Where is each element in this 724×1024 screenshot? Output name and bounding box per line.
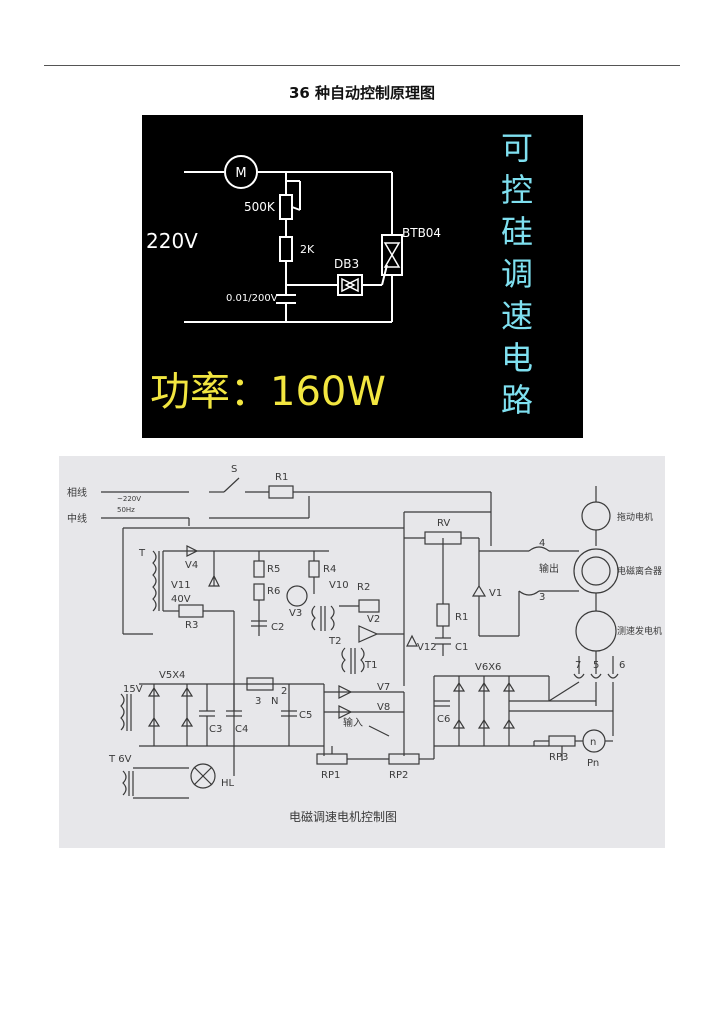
c6-label: C6	[437, 714, 450, 725]
rp1-label: RP1	[321, 770, 340, 781]
v11-label: V11	[171, 580, 191, 591]
voltage-label: 220V	[146, 229, 198, 253]
v6x6-label: V6X6	[475, 662, 501, 673]
pin-label: 7	[575, 660, 581, 671]
pot-label: 500K	[244, 200, 276, 214]
v5x4-label: V5X4	[159, 670, 185, 681]
t2-label: T2	[328, 636, 341, 647]
pin-label: 6	[619, 660, 625, 671]
potentiometer	[279, 194, 293, 220]
rp3-label: RP3	[549, 752, 568, 763]
diac-db3	[337, 274, 363, 296]
output-label: 输出	[539, 562, 559, 575]
v15-label: 15V	[123, 684, 143, 695]
power-label: 功率：160W	[150, 369, 386, 415]
capacitor-label: 0.01/200V	[226, 293, 278, 304]
c2-label: C2	[271, 622, 284, 633]
pn-circle-label: n	[590, 737, 596, 748]
neutral-label: 中线	[67, 512, 87, 525]
hl-label: HL	[221, 778, 235, 789]
vertical-char: 路	[501, 381, 533, 419]
r1b-label: R1	[455, 612, 468, 623]
rp2-label: RP2	[389, 770, 408, 781]
v1-label: V1	[489, 588, 502, 599]
triac-btb04	[381, 234, 403, 276]
electromagnetic-motor-control-figure: 相线 中线 ~220V 50Hz S R1 T V4 V11 40V R3 R5…	[59, 456, 665, 848]
r3-label: R3	[185, 620, 198, 631]
drag-motor-label: 拖动电机	[617, 511, 653, 523]
vertical-char: 速	[501, 297, 533, 335]
n-label: N	[271, 696, 278, 707]
n3-label: 3	[255, 696, 261, 707]
motor-symbol	[224, 155, 258, 189]
pn-label: Pn	[587, 758, 599, 769]
pin-label: 5	[593, 660, 599, 671]
r5-label: R5	[267, 564, 280, 575]
motor-label: M	[235, 166, 246, 181]
supply2-label: 50Hz	[117, 506, 135, 514]
phase-label: 相线	[67, 486, 87, 499]
pin3-label: 3	[539, 592, 545, 603]
resistor-label: 2K	[300, 243, 315, 256]
figure2-caption: 电磁调速电机控制图	[289, 809, 397, 824]
n2-label: 2	[281, 686, 287, 697]
v10-label: V10	[329, 580, 349, 591]
c4-label: C4	[235, 724, 248, 735]
c3-label: C3	[209, 724, 222, 735]
vertical-char: 电	[501, 339, 533, 377]
v8-label: V8	[377, 702, 390, 713]
thyristor-speed-circuit-figure: M 500K 2K 0.01/200V DB3 BTB04 220V 功率：16…	[142, 115, 583, 438]
switch-label: S	[231, 464, 237, 475]
header-rule	[44, 65, 680, 66]
resistor-2k	[279, 236, 293, 262]
v4-label: V4	[185, 560, 198, 571]
vertical-char: 硅	[501, 213, 533, 251]
pin4-label: 4	[539, 538, 545, 549]
fuse-label: R1	[275, 472, 288, 483]
transformer-label: T	[138, 548, 146, 559]
clutch-label: 电磁离合器	[617, 565, 662, 577]
vertical-title: 可 控 硅 调 速 电 路	[501, 129, 533, 419]
t1-label: T1	[364, 660, 377, 671]
page-title: 36 种自动控制原理图	[288, 84, 436, 102]
vertical-char: 控	[501, 171, 533, 209]
supply1-label: ~220V	[117, 495, 141, 503]
v12-label: V12	[417, 642, 437, 653]
t6v-label: T 6V	[108, 754, 132, 765]
r6-label: R6	[267, 586, 280, 597]
vertical-char: 可	[501, 129, 533, 167]
tacho-label: 测速发电机	[617, 625, 662, 637]
r2-label: R2	[357, 582, 370, 593]
diac-label: DB3	[334, 257, 359, 271]
v7-label: V7	[377, 682, 390, 693]
vertical-char: 调	[501, 255, 533, 293]
v40-label: 40V	[171, 594, 191, 605]
input-label: 输入	[343, 716, 363, 729]
v2-label: V2	[367, 614, 380, 625]
motor-control-schematic: 相线 中线 ~220V 50Hz S R1 T V4 V11 40V R3 R5…	[67, 464, 662, 824]
thyristor-circuit-diagram: M 500K 2K 0.01/200V DB3 BTB04 220V 功率：16…	[146, 129, 533, 419]
triac-label: BTB04	[402, 226, 441, 240]
rv-label: RV	[437, 518, 450, 529]
c1-label: C1	[455, 642, 468, 653]
r4-label: R4	[323, 564, 336, 575]
v3-label: V3	[289, 608, 302, 619]
c5-label: C5	[299, 710, 312, 721]
